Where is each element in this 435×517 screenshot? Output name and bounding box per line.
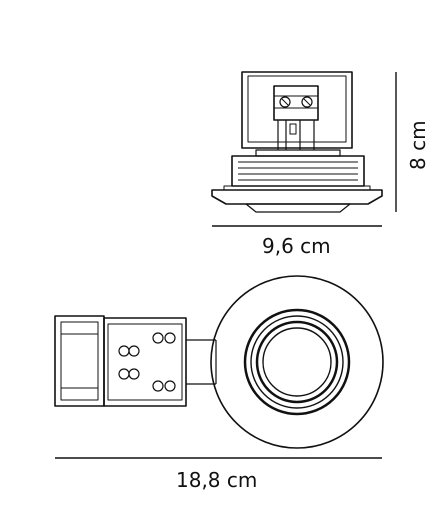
driver-box [54,315,105,407]
housing-box [241,71,353,149]
heatsink-body [231,155,365,187]
side-view [211,71,383,213]
top-width-label: 9,6 cm [262,234,331,258]
mounting-flange [211,189,383,205]
housing-inner [247,75,347,143]
terminal-block [273,85,319,121]
terminal-plate [103,317,187,407]
outer-ring [210,275,384,449]
height-label: 8 cm [406,120,430,170]
plan-view [54,275,384,449]
overall-width-label: 18,8 cm [176,468,258,492]
bezel-ring [243,308,351,416]
